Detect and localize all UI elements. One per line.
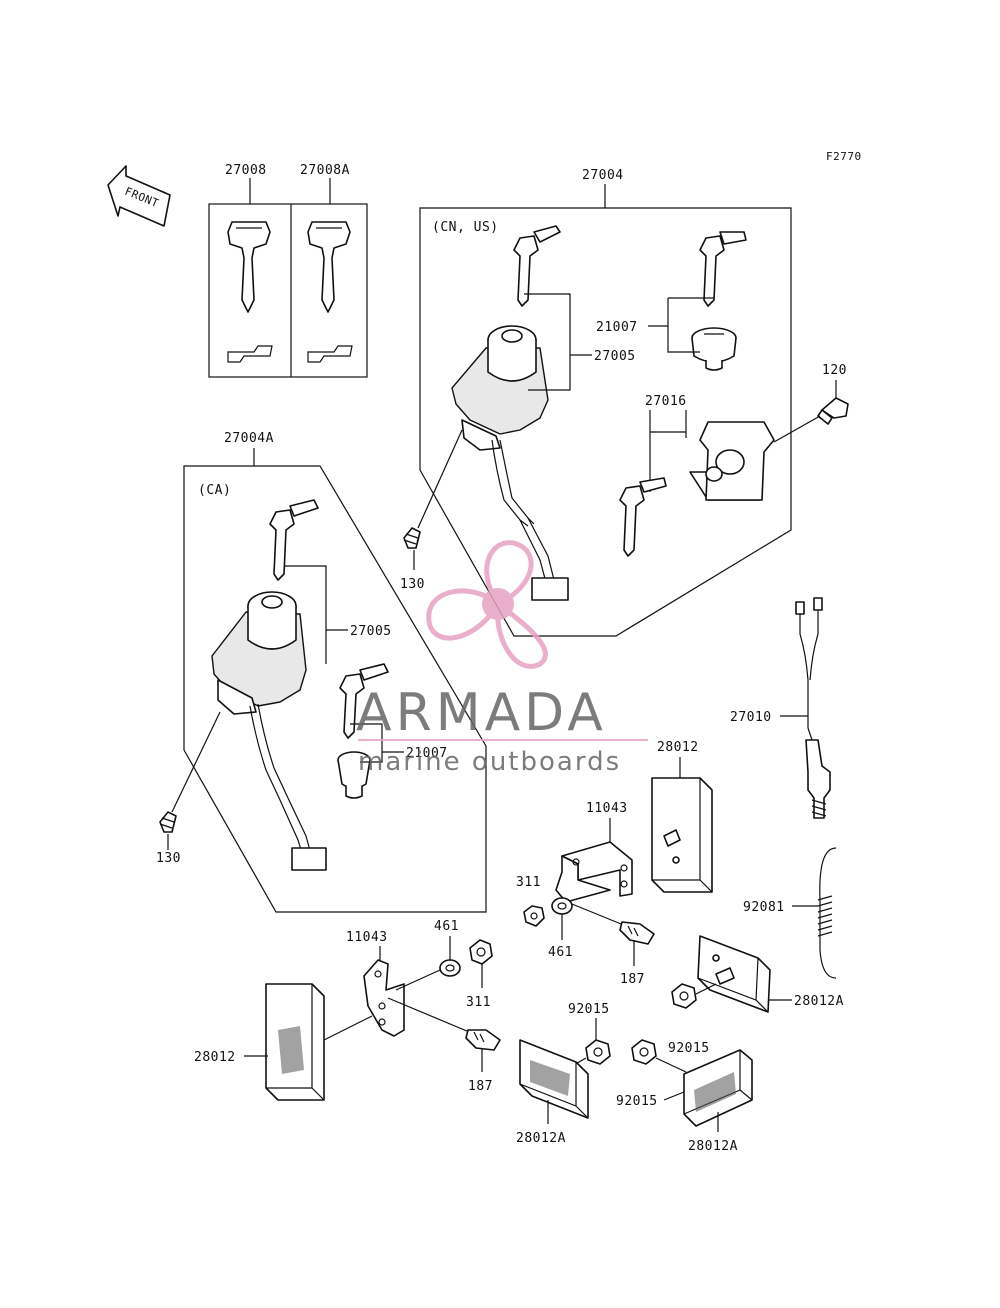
label-130-left: 130 — [156, 851, 181, 866]
leader-21007-mid — [350, 723, 383, 763]
label-28012A-bot1: 28012A — [516, 1131, 566, 1146]
screw-130-left-icon — [159, 811, 177, 833]
label-27004A: 27004A — [224, 431, 274, 446]
reflector-28012-mid-icon — [651, 777, 713, 893]
label-120: 120 — [822, 363, 847, 378]
nut-92015-top-icon — [585, 1039, 611, 1065]
washer-461-right-icon — [551, 897, 573, 915]
front-arrow-icon: FRONT — [107, 165, 171, 227]
seat-lock-27016-icon — [689, 421, 775, 501]
propeller-logo-icon — [426, 540, 548, 669]
leader-27005-mid — [284, 565, 327, 664]
label-311-left: 311 — [466, 995, 491, 1010]
label-461-left: 461 — [434, 919, 459, 934]
label-92015-mid: 92015 — [668, 1041, 710, 1056]
lock-cylinder-top-icon — [691, 327, 737, 371]
label-27008: 27008 — [225, 163, 267, 178]
label-130-top: 130 — [400, 577, 425, 592]
washer-461-left-icon — [439, 959, 461, 977]
group-27004-outline — [419, 207, 792, 637]
leader-21007-top — [667, 297, 714, 353]
sensor-27010-icon — [795, 597, 831, 819]
label-27016: 27016 — [645, 394, 687, 409]
label-21007-mid: 21007 — [406, 746, 448, 761]
armada-logo: ARMADA marine outboards — [356, 540, 648, 777]
group-label-cn-us: (CN, US) — [432, 220, 499, 235]
reflector-28012A-bot2-icon — [683, 1049, 753, 1127]
label-461-right: 461 — [548, 945, 573, 960]
key-pair-top-icon — [513, 225, 747, 307]
label-311-right: 311 — [516, 875, 541, 890]
label-11043-right: 11043 — [586, 801, 628, 816]
bracket-11043-right-icon — [555, 841, 633, 903]
key-pair-seat-icon — [619, 477, 667, 557]
label-187-left: 187 — [468, 1079, 493, 1094]
label-27005-top: 27005 — [594, 349, 636, 364]
nut-28012A-right-icon — [671, 983, 697, 1009]
label-28012-left: 28012 — [194, 1050, 236, 1065]
label-27005-mid: 27005 — [350, 624, 392, 639]
bolt-187-right-icon — [619, 921, 655, 945]
label-27004: 27004 — [582, 168, 624, 183]
figure-code: F2770 — [826, 150, 862, 163]
label-92015-bot: 92015 — [616, 1094, 658, 1109]
reflector-28012-left-icon — [265, 983, 325, 1101]
label-28012A-bot2: 28012A — [688, 1139, 738, 1154]
label-21007-top: 21007 — [596, 320, 638, 335]
ignition-switch-ca-icon — [211, 591, 327, 871]
screw-130-top-icon — [403, 527, 421, 549]
watermark-tagline: marine outboards — [358, 747, 621, 777]
nut-311-right-icon — [523, 905, 545, 927]
leader-27005-top — [524, 293, 571, 391]
label-92015-top: 92015 — [568, 1002, 610, 1017]
key-pair-ca-lower-icon — [339, 663, 389, 739]
key-blank-box — [208, 178, 368, 378]
label-11043-left: 11043 — [346, 930, 388, 945]
label-92081: 92081 — [743, 900, 785, 915]
reflector-28012A-bot1-icon — [519, 1039, 589, 1119]
group-27004A-outline — [183, 465, 487, 913]
bracket-11043-left-icon — [363, 959, 405, 1037]
ignition-switch-top-icon — [451, 325, 569, 601]
label-187-right: 187 — [620, 972, 645, 987]
bolt-120-icon — [817, 397, 849, 425]
bolt-187-left-icon — [465, 1029, 501, 1051]
reflector-28012A-right-icon — [697, 935, 771, 1013]
nut-311-left-icon — [469, 939, 493, 965]
label-27008A: 27008A — [300, 163, 350, 178]
watermark-brand: ARMADA — [356, 683, 607, 743]
key-27008-icon — [227, 221, 273, 363]
key-pair-ca-icon — [269, 499, 319, 581]
label-27010: 27010 — [730, 710, 772, 725]
label-28012-mid: 28012 — [657, 740, 699, 755]
label-28012A-right: 28012A — [794, 994, 844, 1009]
key-27008A-icon — [307, 221, 353, 363]
group-label-ca: (CA) — [198, 483, 231, 498]
nut-92015-mid-icon — [631, 1039, 657, 1065]
spring-92081-icon — [817, 847, 837, 979]
lock-cylinder-ca-icon — [337, 751, 371, 799]
